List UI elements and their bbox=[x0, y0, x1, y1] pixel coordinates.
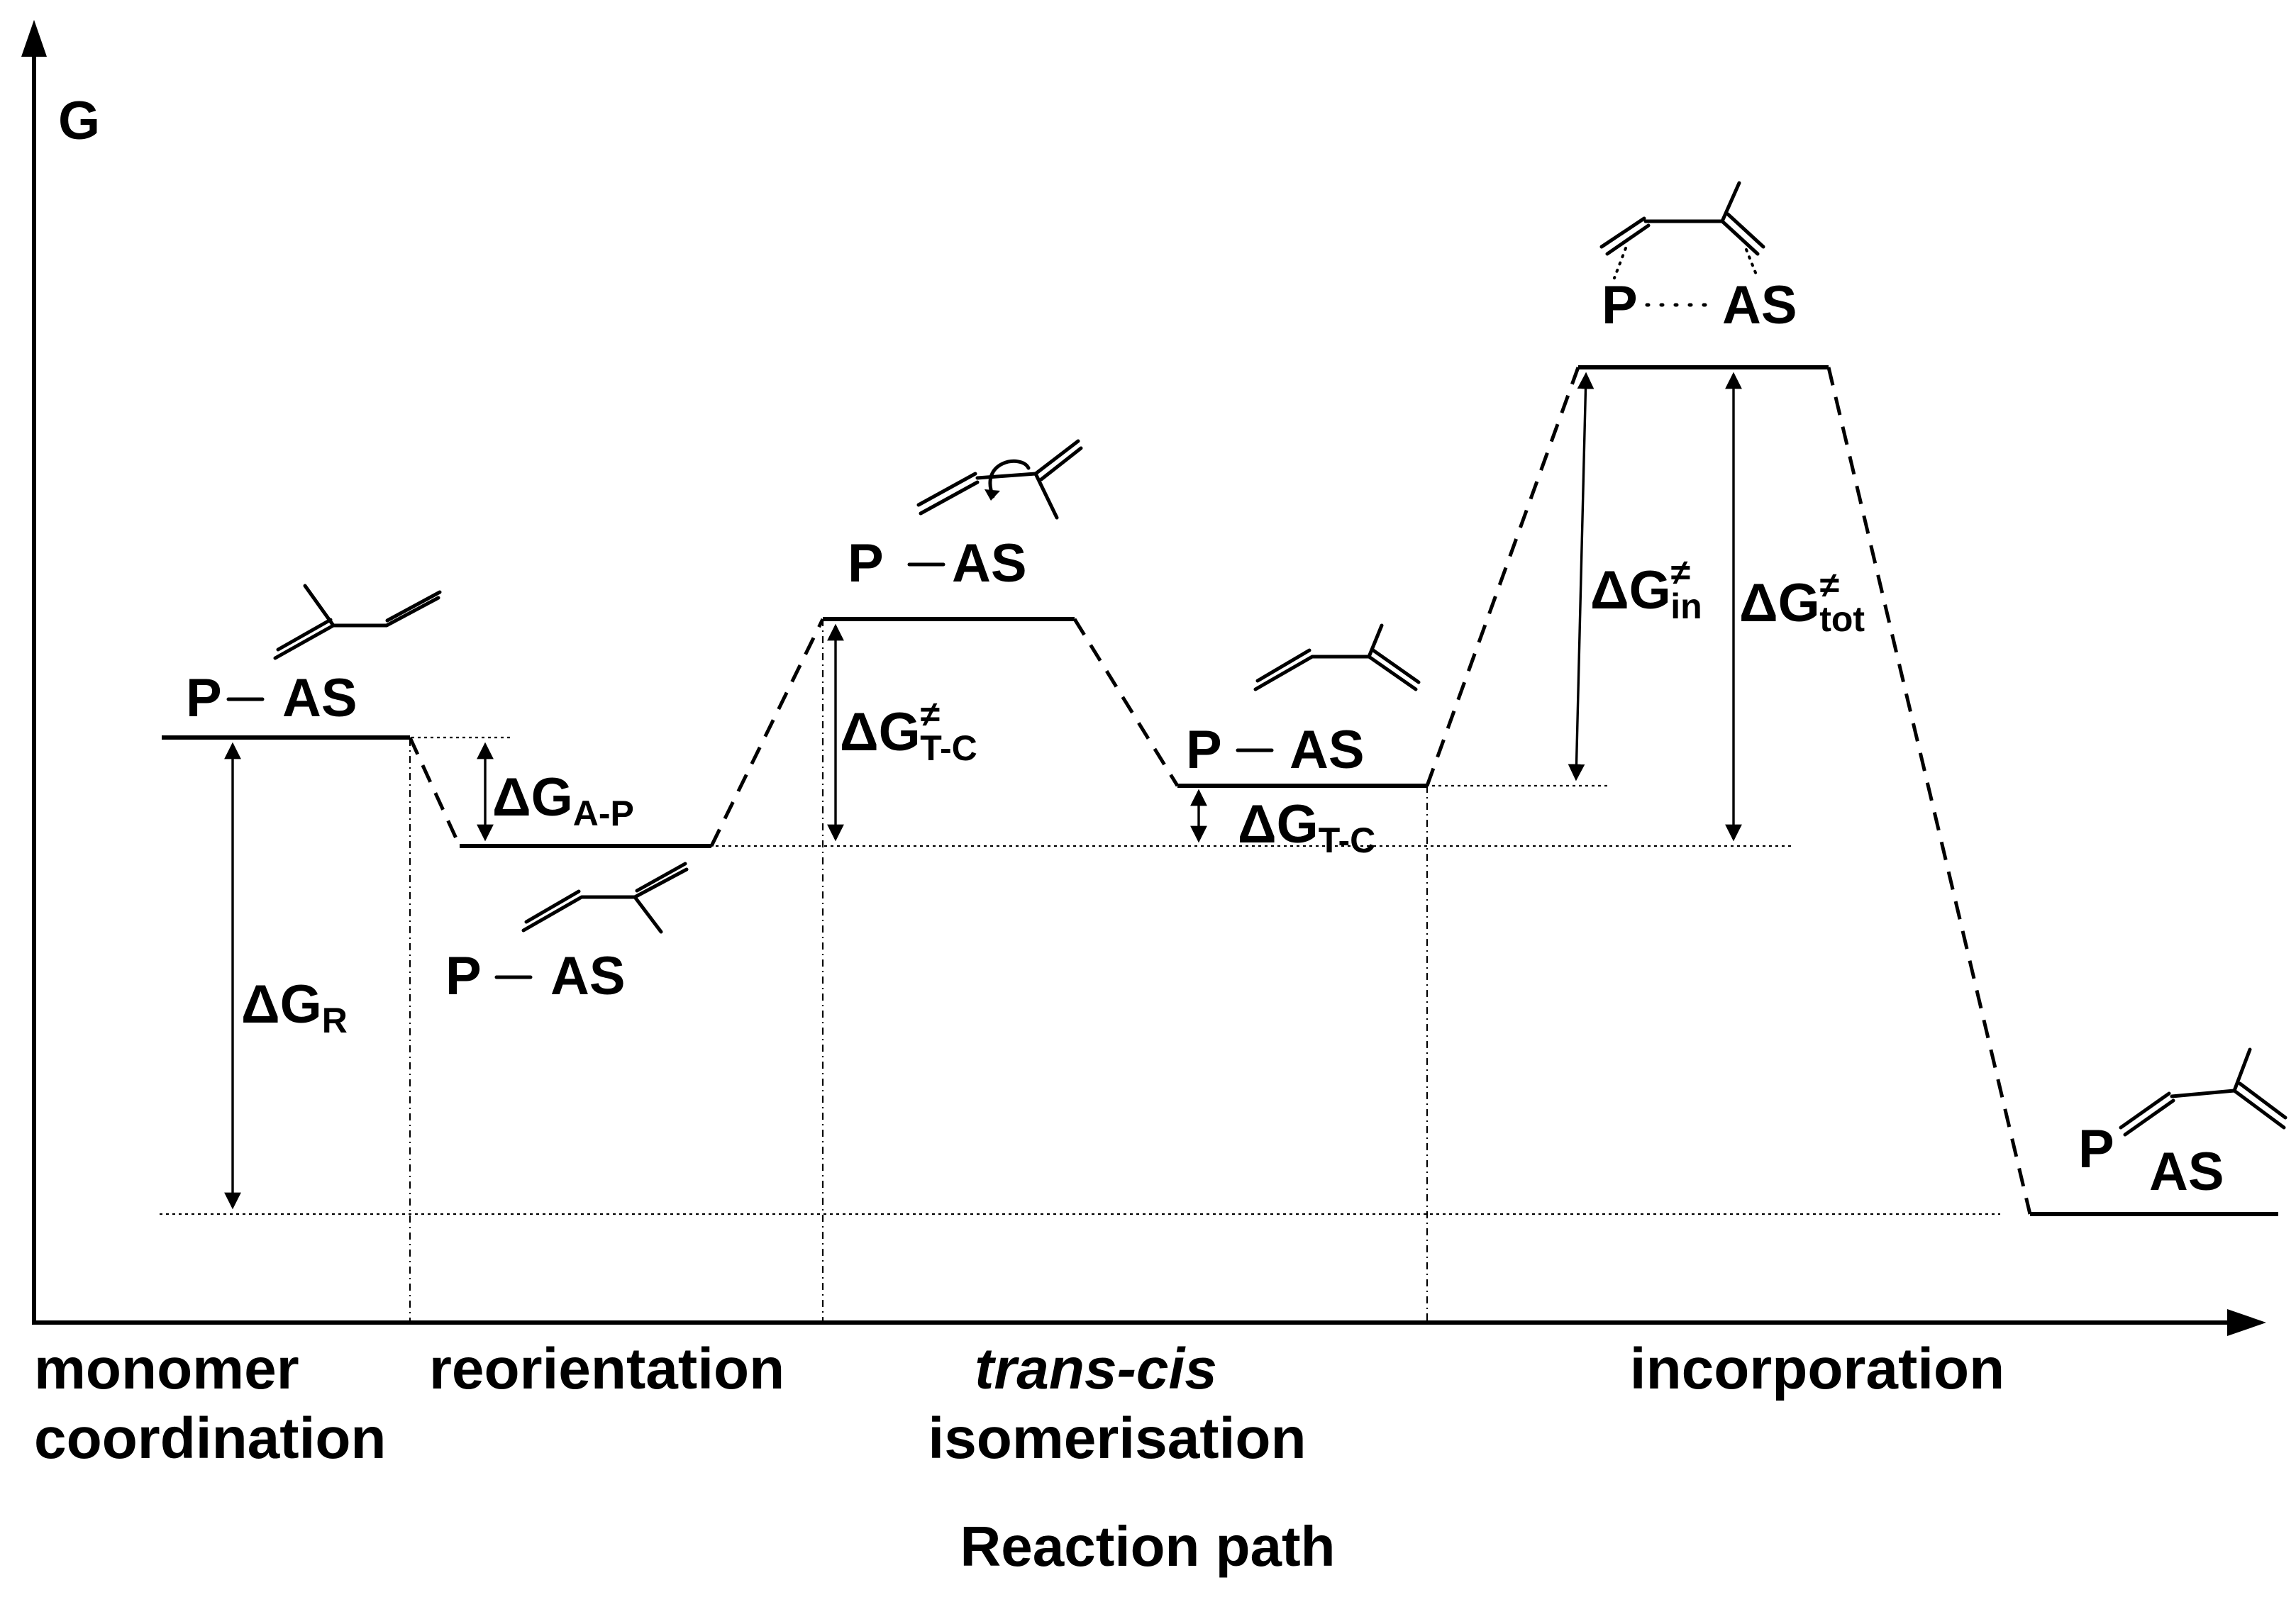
svg-text:AS: AS bbox=[1722, 275, 1797, 335]
molecule-icon bbox=[916, 439, 1083, 520]
energy-levels bbox=[162, 365, 2278, 1216]
stage-labels: monomer coordination reorientation trans… bbox=[34, 1337, 2004, 1471]
svg-text:P: P bbox=[445, 946, 482, 1006]
svg-text:P: P bbox=[1186, 720, 1222, 780]
energy-arrows bbox=[224, 372, 1742, 1210]
molecule-icon bbox=[273, 584, 442, 660]
svg-text:P: P bbox=[2078, 1119, 2114, 1179]
y-axis-arrowhead bbox=[21, 20, 47, 57]
x-axis-arrowhead bbox=[2227, 1309, 2266, 1336]
stage-transcis-line1: trans-cis bbox=[975, 1337, 1217, 1401]
y-axis-label: G bbox=[58, 91, 100, 151]
svg-text:P: P bbox=[1602, 275, 1638, 335]
svg-text:AS: AS bbox=[2149, 1142, 2224, 1202]
svg-text:AS: AS bbox=[282, 668, 357, 728]
stage-monomer-line1: monomer bbox=[34, 1337, 299, 1401]
state-insertion-ts: P AS bbox=[1599, 181, 1797, 335]
svg-text:AS: AS bbox=[952, 533, 1027, 594]
arrow-dG-in bbox=[1568, 372, 1595, 781]
label-dG-TC: ΔGT-C bbox=[1238, 794, 1375, 860]
label-dG-AP: ΔGA-P bbox=[492, 767, 634, 833]
state-transcis-ts: P AS bbox=[848, 439, 1083, 594]
x-axis-label: Reaction path bbox=[960, 1515, 1336, 1578]
svg-text:P: P bbox=[186, 668, 222, 728]
stage-transcis-line2: isomerisation bbox=[928, 1406, 1306, 1471]
path-connectors bbox=[408, 367, 2032, 1215]
label-dG-tot: ΔG≠tot bbox=[1739, 565, 1865, 639]
state-monomer-coordination: P AS bbox=[186, 584, 442, 728]
state-cis-complex: P AS bbox=[1186, 623, 1421, 780]
stage-reorientation: reorientation bbox=[429, 1337, 784, 1401]
molecule-icon bbox=[1253, 623, 1421, 691]
state-product: P AS bbox=[2078, 1047, 2287, 1202]
label-dG-R: ΔGR bbox=[241, 974, 348, 1040]
stage-incorporation: incorporation bbox=[1630, 1337, 2004, 1401]
label-dG-in: ΔG≠in bbox=[1590, 552, 1702, 626]
reference-lines bbox=[160, 619, 2000, 1320]
svg-text:P: P bbox=[848, 533, 884, 594]
molecule-icon bbox=[2119, 1047, 2287, 1137]
molecule-icon bbox=[521, 862, 689, 934]
stage-monomer-line2: coordination bbox=[34, 1406, 387, 1471]
svg-text:AS: AS bbox=[550, 946, 626, 1006]
state-reoriented: P AS bbox=[445, 862, 689, 1006]
label-dG-TC-barrier: ΔG≠T-C bbox=[840, 694, 977, 768]
svg-text:AS: AS bbox=[1290, 720, 1365, 780]
molecule-icon bbox=[1599, 181, 1765, 279]
